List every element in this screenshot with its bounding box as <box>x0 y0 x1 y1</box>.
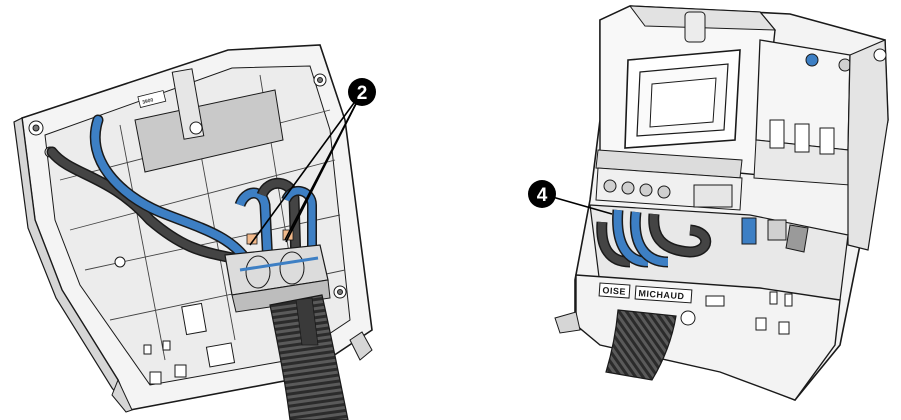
left-plate-label-panel <box>134 89 284 173</box>
right-corrugated-conduit <box>605 309 677 381</box>
left-plate-label-tag: 3900 <box>137 90 167 108</box>
right-display-window <box>624 49 741 149</box>
left-plate-label-text: 3900 <box>142 97 154 106</box>
right-housing-foot <box>554 311 581 334</box>
right-coiled-cables <box>596 209 712 268</box>
right-front-plate <box>575 274 841 401</box>
left-plate-hanging-slot <box>171 68 205 140</box>
left-cable-bundle <box>234 177 317 266</box>
callout-2-badge: 2 <box>348 78 376 106</box>
callout-2-number: 2 <box>357 83 368 104</box>
callout-2-leaders <box>249 91 363 246</box>
right-emboss-left-text: OISE <box>602 285 626 297</box>
left-cable-gland <box>224 244 331 313</box>
right-terminal-row <box>595 167 743 211</box>
right-terminal-knobs <box>741 217 809 253</box>
right-emboss-right-text: MICHAUD <box>638 288 685 301</box>
callout-4-number: 4 <box>537 185 548 206</box>
left-plate-cutouts <box>143 302 236 385</box>
left-base-plate-figure: 3900 <box>13 44 376 420</box>
right-emboss-left-badge: OISE <box>598 282 631 299</box>
right-emboss-right-badge: MICHAUD <box>634 285 693 304</box>
left-plate-foot-right <box>349 331 373 361</box>
callout-4-badge: 4 <box>528 180 556 208</box>
right-front-slots <box>680 291 793 335</box>
right-side-wall <box>847 39 889 251</box>
right-hanging-hook <box>684 11 706 43</box>
left-plate-foot-left <box>111 378 133 413</box>
right-housing-figure: OISE MICHAUD 4 <box>528 5 889 401</box>
right-breaker-module <box>753 39 852 186</box>
